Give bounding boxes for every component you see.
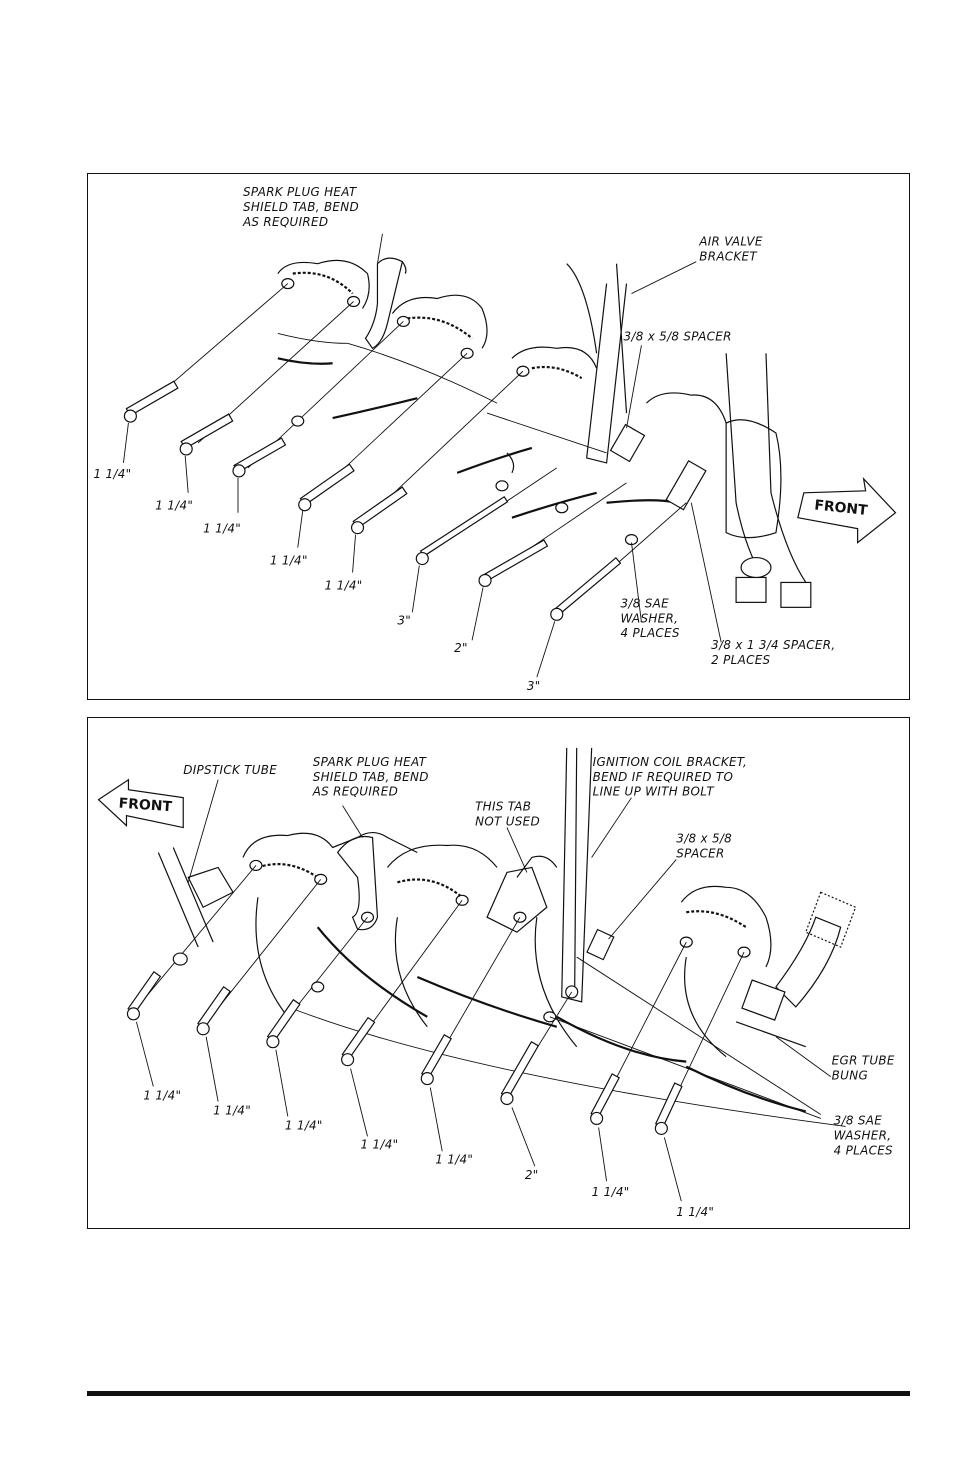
manifold-illustration-bottom: FRONT bbox=[97, 747, 895, 1219]
front-label: FRONT bbox=[118, 796, 173, 816]
bolt-length-label: 1 1/4" bbox=[285, 1118, 323, 1132]
bolt-length-label: 2" bbox=[525, 1168, 539, 1182]
spark-plug-heat-shield-tab bbox=[364, 257, 407, 350]
washer-label-1: 3/8 SAE bbox=[834, 1113, 883, 1127]
egr-label-1: EGR TUBE bbox=[832, 1054, 895, 1068]
leader-lines bbox=[135, 779, 831, 1202]
heat-shield-label-2: SHIELD TAB, BEND bbox=[243, 200, 359, 214]
bolt-length-label: 1 1/4" bbox=[203, 522, 241, 536]
coil-bracket-label-2: BEND IF REQUIRED TO bbox=[593, 770, 734, 784]
washer-label-3: 4 PLACES bbox=[621, 626, 680, 640]
bolt-length-label: 1 1/4" bbox=[676, 1205, 714, 1219]
egr-label-2: BUNG bbox=[832, 1069, 868, 1083]
heat-shield-label-2: SHIELD TAB, BEND bbox=[313, 770, 429, 784]
air-valve-bracket bbox=[506, 263, 628, 474]
bolt-assemblies bbox=[126, 865, 745, 1135]
dipstick-label: DIPSTICK TUBE bbox=[183, 763, 277, 777]
callout-labels: SPARK PLUG HEAT SHIELD TAB, BEND AS REQU… bbox=[94, 185, 836, 693]
spacer-label-1: 3/8 x 5/8 bbox=[676, 832, 732, 846]
spacer-134-label-1: 3/8 x 1 3/4 SPACER, bbox=[711, 638, 835, 652]
bolt-length-label: 1 1/4" bbox=[592, 1185, 630, 1199]
spacer-134-label-2: 2 PLACES bbox=[711, 653, 770, 667]
bolt-length-label: 1 1/4" bbox=[435, 1152, 473, 1166]
unused-tab-label-2: NOT USED bbox=[475, 815, 540, 829]
bolt-assemblies bbox=[123, 283, 687, 621]
washer-label-2: WASHER, bbox=[621, 611, 679, 625]
manifold-illustration-top: FRONT SPARK PLUG HEAT SHIELD TAB, BEND A… bbox=[94, 185, 897, 693]
bolt-length-label: 3" bbox=[397, 613, 411, 627]
front-arrow: FRONT bbox=[797, 476, 897, 544]
coil-bracket-label-1: IGNITION COIL BRACKET, bbox=[593, 755, 747, 769]
bolt-length-label: 3" bbox=[527, 679, 541, 693]
spark-plug-heat-shield-tab bbox=[336, 835, 379, 931]
bolt-length-label: 1 1/4" bbox=[270, 554, 308, 568]
manifold-flanges bbox=[242, 831, 846, 1127]
washer-label-3: 4 PLACES bbox=[834, 1143, 893, 1157]
leader-lines bbox=[122, 233, 722, 678]
ignition-coil-bracket bbox=[561, 747, 615, 1003]
egr-pipes bbox=[725, 353, 812, 608]
bolt-length-label: 1 1/4" bbox=[94, 467, 132, 481]
unused-tab-label-1: THIS TAB bbox=[475, 800, 531, 814]
dipstick-tube bbox=[157, 847, 234, 948]
washer-label-1: 3/8 SAE bbox=[621, 596, 670, 610]
bolt-length-label: 1 1/4" bbox=[155, 499, 193, 513]
exhaust-manifold-diagram-bottom: FRONT bbox=[87, 717, 910, 1229]
washer-label-2: WASHER, bbox=[834, 1128, 892, 1142]
exhaust-manifold-diagram-top: FRONT SPARK PLUG HEAT SHIELD TAB, BEND A… bbox=[87, 173, 910, 700]
spacers bbox=[609, 423, 707, 511]
air-valve-label-2: BRACKET bbox=[699, 250, 758, 264]
bolt-length-label: 1 1/4" bbox=[213, 1103, 251, 1117]
bolt-length-label: 1 1/4" bbox=[325, 578, 363, 592]
callout-labels: DIPSTICK TUBE SPARK PLUG HEAT SHIELD TAB… bbox=[143, 755, 894, 1219]
front-arrow: FRONT bbox=[97, 778, 184, 829]
heat-shield-label-1: SPARK PLUG HEAT bbox=[313, 755, 428, 769]
coil-bracket-label-3: LINE UP WITH BOLT bbox=[593, 785, 716, 799]
footer-rule bbox=[87, 1391, 910, 1396]
bolt-length-label: 1 1/4" bbox=[361, 1137, 399, 1151]
air-valve-label-1: AIR VALVE bbox=[698, 235, 763, 249]
heat-shield-label-1: SPARK PLUG HEAT bbox=[243, 185, 358, 199]
heat-shield-label-3: AS REQUIRED bbox=[312, 785, 398, 799]
unused-tab bbox=[486, 866, 548, 933]
manifold-flanges bbox=[277, 259, 727, 519]
spacer-58-label: 3/8 x 5/8 SPACER bbox=[624, 329, 732, 343]
spacer-label-2: SPACER bbox=[676, 846, 724, 860]
egr-tube bbox=[735, 891, 857, 1048]
bolt-length-label: 1 1/4" bbox=[143, 1089, 181, 1103]
heat-shield-label-3: AS REQUIRED bbox=[242, 215, 328, 229]
bolt-length-label: 2" bbox=[454, 641, 468, 655]
front-label: FRONT bbox=[814, 497, 869, 519]
